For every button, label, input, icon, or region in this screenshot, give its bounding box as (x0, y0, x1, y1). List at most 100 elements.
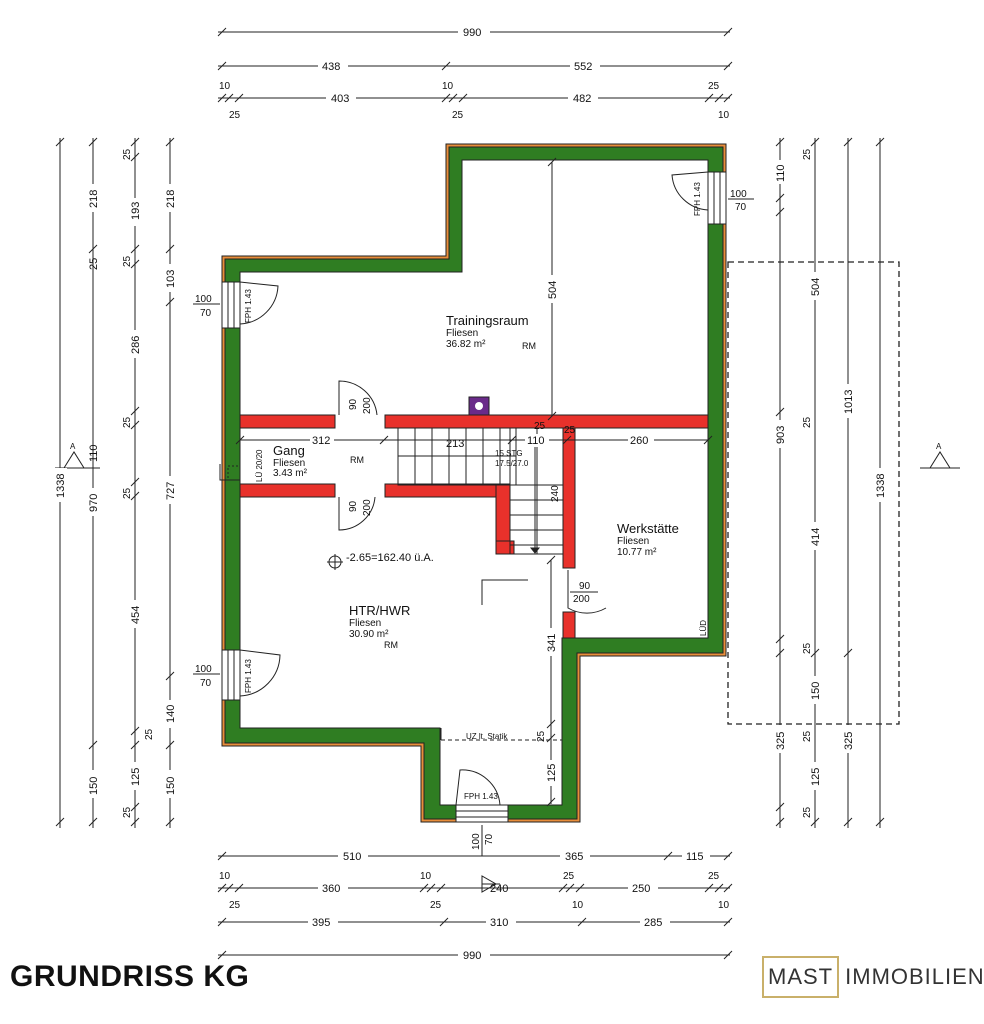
svg-text:25: 25 (802, 416, 813, 428)
door-swings (338, 380, 607, 614)
door-width: 90 (348, 500, 359, 512)
svg-text:10: 10 (219, 81, 231, 92)
logo-separator (837, 956, 840, 998)
room-floor: Fliesen (273, 458, 305, 469)
svg-text:312: 312 (312, 435, 330, 447)
window-height: 70 (484, 833, 495, 845)
uz-label: UZ lt. Statik (466, 732, 508, 741)
stairs-steps-label: 15 STG (495, 449, 523, 458)
room-trainingsraum: Trainingsraum Fliesen 36.82 m² RM (446, 313, 536, 351)
misc-lines (219, 464, 562, 741)
door-height: 200 (362, 397, 373, 414)
svg-text:103: 103 (165, 270, 177, 288)
svg-text:903: 903 (775, 426, 787, 444)
svg-text:10: 10 (219, 871, 231, 882)
svg-text:727: 727 (165, 482, 177, 500)
svg-text:125: 125 (130, 768, 142, 786)
dim-bottom-360: 360 (322, 883, 340, 895)
dim-left-total: 1338 (55, 474, 67, 498)
svg-text:25: 25 (452, 110, 464, 121)
dim-bottom-285: 285 (644, 917, 662, 929)
door-width: 90 (348, 398, 359, 410)
dimension-ticks (55, 27, 885, 960)
svg-text:1013: 1013 (843, 390, 855, 414)
stairs-ratio-label: 17.5/27.0 (495, 459, 529, 468)
room-floor: Fliesen (349, 618, 381, 629)
dashed-outline (727, 261, 900, 725)
window-height: 70 (735, 202, 747, 213)
logo-immobilien: IMMOBILIEN (845, 964, 984, 989)
door-width: 90 (579, 581, 591, 592)
door-labels: 90 200 90 200 90 200 (348, 397, 598, 605)
window-label: FPH 1.43 (693, 182, 702, 216)
svg-text:25: 25 (88, 258, 100, 270)
svg-text:240: 240 (550, 485, 561, 502)
svg-text:25: 25 (229, 900, 241, 911)
svg-text:25: 25 (144, 728, 155, 740)
svg-text:10: 10 (442, 81, 454, 92)
window-width: 100 (195, 664, 212, 675)
section-marker-right: A (920, 442, 960, 469)
svg-text:193: 193 (130, 202, 142, 220)
svg-text:25: 25 (229, 110, 241, 121)
window-width: 100 (730, 189, 747, 200)
outer-walls (221, 143, 727, 823)
svg-text:110: 110 (775, 164, 787, 182)
svg-text:286: 286 (130, 336, 142, 354)
svg-text:25: 25 (802, 806, 813, 818)
window-label: FPH 1.43 (464, 792, 498, 801)
dim-top-total: 990 (463, 27, 481, 39)
page-title: GRUNDRISS KG (10, 960, 250, 993)
door-height: 200 (573, 594, 590, 605)
windows (221, 171, 727, 823)
dim-bottom-240: 240 (490, 883, 508, 895)
window-height: 70 (200, 678, 212, 689)
svg-text:150: 150 (88, 777, 100, 795)
dimension-texts: 990 438 552 403 482 10 10 25 25 25 10 51… (53, 25, 887, 962)
dim-bottom-115: 115 (686, 851, 704, 863)
room-area: 3.43 m² (273, 468, 308, 479)
svg-text:150: 150 (810, 682, 822, 700)
svg-text:325: 325 (843, 732, 855, 750)
svg-text:25: 25 (122, 148, 133, 160)
dim-bottom-510: 510 (343, 851, 361, 863)
dim-right-total: 1338 (875, 474, 887, 498)
window-label: FPH 1.43 (244, 659, 253, 693)
svg-text:25: 25 (708, 81, 720, 92)
svg-text:10: 10 (718, 900, 730, 911)
dim-top-552: 552 (574, 61, 592, 73)
svg-text:A: A (70, 442, 76, 451)
level-label: -2.65=162.40 ü.A. (346, 552, 434, 564)
svg-text:25: 25 (802, 730, 813, 742)
room-name: HTR/HWR (349, 603, 410, 618)
room-area: 10.77 m² (617, 547, 657, 558)
svg-text:504: 504 (810, 278, 822, 296)
svg-text:25: 25 (122, 487, 133, 499)
logo-mast: MAST (762, 956, 838, 998)
svg-text:25: 25 (122, 806, 133, 818)
svg-text:325: 325 (775, 732, 787, 750)
room-werkstaette: Werkstätte Fliesen 10.77 m² (617, 521, 679, 558)
room-name: Werkstätte (617, 521, 679, 536)
lue-left-label: LÜ 20/20 (255, 449, 264, 482)
svg-text:414: 414 (810, 528, 822, 546)
svg-text:A: A (936, 442, 942, 451)
svg-text:504: 504 (547, 281, 559, 299)
chimney-flue (475, 402, 483, 410)
svg-text:140: 140 (165, 705, 177, 723)
window-height: 70 (200, 308, 212, 319)
svg-text:25: 25 (122, 255, 133, 267)
svg-text:25: 25 (430, 900, 442, 911)
svg-text:25: 25 (802, 148, 813, 160)
svg-text:10: 10 (718, 110, 730, 121)
svg-text:25: 25 (802, 642, 813, 654)
room-name: Trainingsraum (446, 313, 529, 328)
dim-top-438: 438 (322, 61, 340, 73)
svg-text:25: 25 (564, 425, 576, 436)
dim-bottom-395: 395 (312, 917, 330, 929)
svg-text:341: 341 (546, 634, 558, 652)
svg-text:25: 25 (122, 416, 133, 428)
room-area: 30.90 m² (349, 629, 389, 640)
room-tag: RM (384, 640, 398, 650)
door-height: 200 (362, 499, 373, 516)
